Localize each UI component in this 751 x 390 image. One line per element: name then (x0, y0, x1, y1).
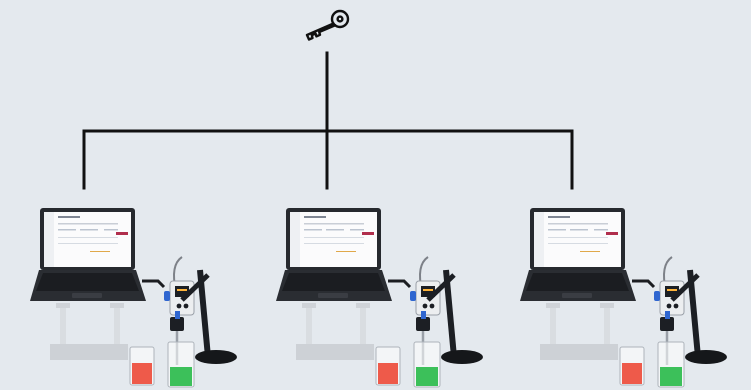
lab-station-2 (276, 208, 483, 388)
laptop-icon (520, 208, 656, 360)
key-icon (305, 9, 350, 41)
lab-station-3 (520, 208, 727, 388)
laptop-icon (276, 208, 412, 360)
ph-meter-icon (129, 256, 237, 388)
lab-station-1 (30, 208, 237, 388)
connector-tree (82, 51, 574, 190)
laptop-icon (30, 208, 166, 360)
ph-meter-icon (375, 256, 483, 388)
ph-meter-icon (619, 256, 727, 388)
